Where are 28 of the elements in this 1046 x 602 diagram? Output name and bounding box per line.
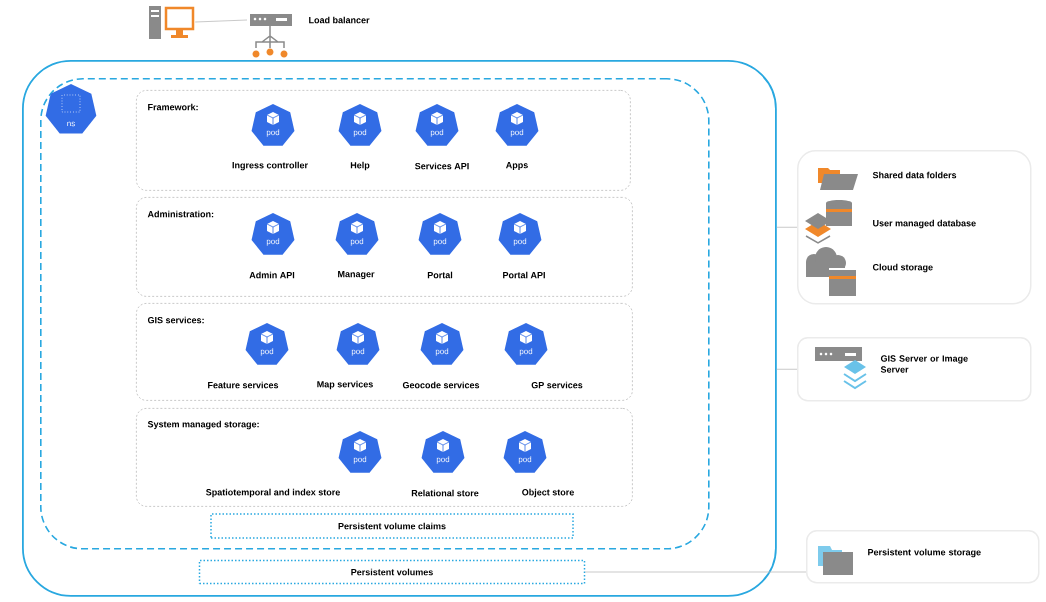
pod-label: Apps bbox=[506, 161, 528, 171]
pod-label: Services API bbox=[415, 162, 469, 170]
pod-label: Admin API bbox=[249, 271, 295, 279]
storage-panel: Shared data folders User managed database Cloud storage bbox=[797, 150, 1032, 305]
pod-label: Spatiotemporal and index store bbox=[206, 488, 340, 498]
storage-panel: Persistent volume storage bbox=[806, 530, 1040, 584]
node-label: Load balancer bbox=[309, 16, 370, 24]
cluster-boundary bbox=[22, 60, 777, 597]
connector-line bbox=[776, 226, 798, 228]
pod-label: Ingress controller bbox=[232, 161, 308, 171]
namespace-boundary bbox=[40, 78, 710, 550]
pod-label: Portal API bbox=[503, 271, 545, 279]
pod-label: Portal bbox=[427, 271, 453, 279]
server-panel: GIS Server or Image Server bbox=[797, 337, 1032, 402]
volumes-box: Persistent volumes bbox=[198, 559, 586, 585]
load-balancer: Load balancer bbox=[250, 14, 370, 58]
pod-label: Object store bbox=[522, 488, 574, 498]
pod-label: Feature services bbox=[208, 381, 279, 389]
pod-label: GP services bbox=[531, 381, 583, 389]
pod-label: Help bbox=[350, 161, 370, 171]
pod-label: Relational store bbox=[411, 489, 479, 497]
computer-icon bbox=[149, 6, 195, 39]
pod-label: Manager bbox=[338, 270, 375, 280]
pod-label: Map services bbox=[317, 380, 373, 390]
connector-line bbox=[194, 19, 248, 23]
connector-line bbox=[776, 368, 798, 370]
pod-label: Geocode services bbox=[402, 381, 480, 389]
claims-box: Persistent volume claims bbox=[210, 513, 574, 539]
